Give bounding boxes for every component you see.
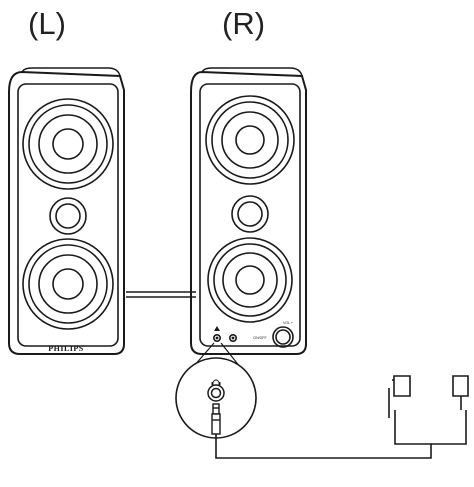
zoomed-headphone-icon	[212, 379, 220, 383]
zoomed-jack-detail	[175, 357, 257, 439]
headphones-icon	[388, 375, 469, 446]
line-in-jack	[229, 333, 238, 342]
speaker-link-cable	[126, 291, 196, 298]
right-bottom-woofer	[207, 237, 293, 323]
right-tweeter	[231, 195, 269, 233]
left-speaker	[8, 67, 125, 355]
audio-plug-icon	[211, 403, 221, 435]
left-bottom-woofer	[22, 238, 114, 330]
volume-label: VOL +	[283, 321, 293, 325]
headphone-port-arrow-icon	[214, 326, 220, 331]
right-speaker-label: (R)	[222, 6, 266, 41]
right-top-woofer	[205, 95, 295, 185]
left-tweeter	[49, 197, 87, 235]
left-speaker-label: (L)	[28, 6, 66, 41]
left-top-woofer	[22, 98, 114, 190]
volume-knob	[272, 326, 294, 348]
brand-logo: PHILIPS	[48, 344, 84, 353]
headphone-cable	[215, 434, 432, 459]
headphone-jack	[213, 333, 222, 342]
right-speaker	[190, 67, 307, 355]
power-label: ON/OFF	[253, 336, 266, 340]
